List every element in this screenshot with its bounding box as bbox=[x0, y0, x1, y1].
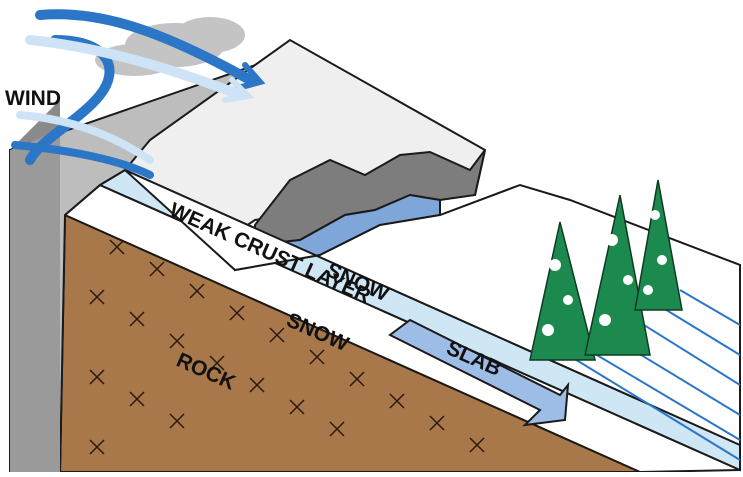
wind-arrow-light bbox=[25, 35, 245, 100]
rock-texture bbox=[89, 239, 485, 455]
trees bbox=[529, 179, 683, 361]
slab-arrow bbox=[388, 318, 570, 427]
label-wind: WIND bbox=[5, 87, 61, 110]
sliding-slab bbox=[124, 169, 741, 447]
tree-right bbox=[634, 179, 683, 311]
cliff-shadow bbox=[10, 130, 60, 472]
tree-middle bbox=[584, 194, 651, 356]
wind-arrow-dark bbox=[35, 9, 255, 85]
wind-swirls bbox=[11, 9, 266, 179]
